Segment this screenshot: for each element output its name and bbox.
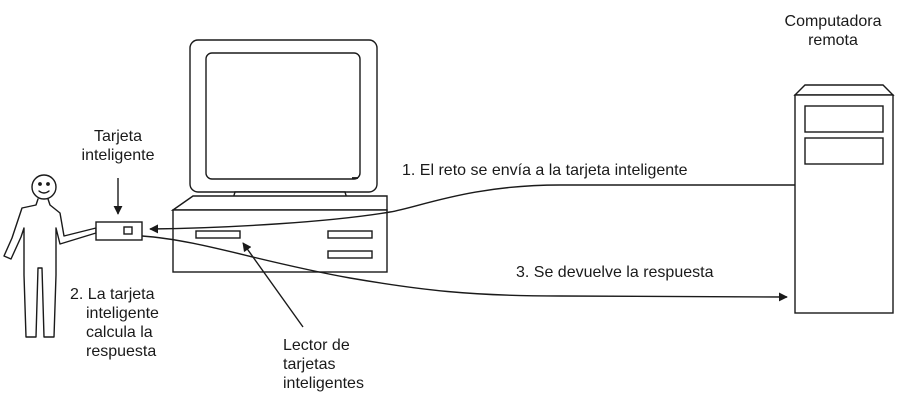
computer-case-icon bbox=[170, 195, 388, 273]
monitor-icon bbox=[189, 39, 378, 209]
smart-card-label-line-2: inteligente bbox=[81, 147, 155, 164]
step-2-label-line-4: respuesta bbox=[86, 343, 157, 360]
challenge-arrow bbox=[149, 184, 795, 234]
remote-computer-label-line-2: remota bbox=[808, 32, 858, 49]
step-1-label: 1. El reto se envía a la tarjeta intelig… bbox=[402, 162, 688, 179]
remote-computer-icon bbox=[793, 84, 895, 314]
smart-card-label: Tarjeta inteligente bbox=[68, 127, 168, 165]
remote-computer-label-line-1: Computadora bbox=[784, 13, 882, 30]
person-icon bbox=[3, 174, 97, 338]
card-reader-label-line-2: tarjetas bbox=[283, 356, 336, 373]
step-2-label-line-1: 2. La tarjeta bbox=[70, 286, 155, 303]
step-2-label: 2. La tarjeta inteligente calcula la res… bbox=[70, 285, 159, 361]
remote-computer-label: Computadora remota bbox=[772, 12, 894, 50]
card-reader-label-line-1: Lector de bbox=[283, 337, 350, 354]
smart-card-label-line-1: Tarjeta bbox=[93, 128, 143, 145]
response-arrow bbox=[141, 235, 788, 302]
card-reader-label: Lector de tarjetas inteligentes bbox=[283, 336, 364, 393]
card-reader-pointer bbox=[242, 242, 304, 328]
smart-card-icon bbox=[95, 221, 143, 241]
step-2-label-line-3: calcula la bbox=[86, 324, 153, 341]
step-3-label: 3. Se devuelve la respuesta bbox=[516, 264, 714, 281]
step-2-label-line-2: inteligente bbox=[86, 305, 159, 322]
card-reader-label-line-3: inteligentes bbox=[283, 375, 364, 392]
